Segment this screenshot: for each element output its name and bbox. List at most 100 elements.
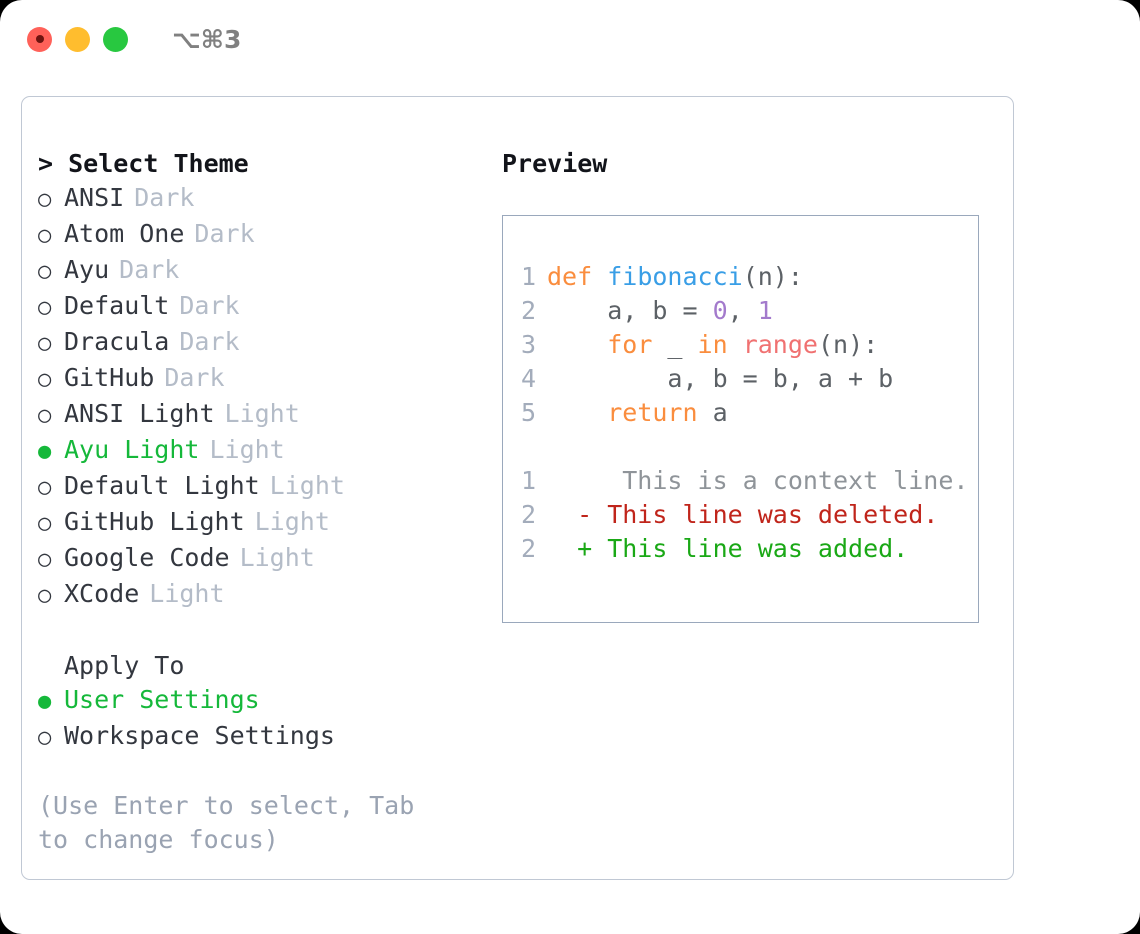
radio-unselected-icon: ○ (38, 331, 52, 356)
code-token: return (607, 398, 698, 427)
radio-selected-icon: ● (38, 439, 52, 464)
diff-marker (547, 466, 592, 495)
theme-name: Ayu Light (64, 435, 200, 464)
code-token: 0 (712, 296, 728, 325)
code-spacer (521, 430, 978, 464)
code-line: 4 a, b = b, a + b (521, 362, 978, 396)
line-number: 2 (521, 296, 537, 325)
minimize-button[interactable] (65, 26, 90, 52)
diff-line: 1 This is a context line. (521, 464, 978, 498)
theme-list-item[interactable]: ○ Dracula Dark (38, 325, 487, 361)
theme-variant-tag: Light (209, 435, 285, 464)
theme-variant-tag: Light (269, 471, 345, 500)
diff-marker: - (547, 500, 593, 529)
theme-name: GitHub (64, 363, 155, 392)
theme-variant-tag: Light (239, 543, 315, 572)
line-number: 1 (521, 466, 537, 495)
select-theme-header: > Select Theme (38, 149, 249, 178)
code-token: , (727, 296, 758, 325)
code-line: 3 for _ in range(n): (521, 328, 978, 362)
theme-variant-tag: Dark (164, 363, 225, 392)
theme-list-item[interactable]: ○ Google Code Light (38, 541, 487, 577)
radio-unselected-icon: ○ (38, 295, 52, 320)
theme-list-item[interactable]: ○ Ayu Dark (38, 253, 487, 289)
code-token: a, b = (547, 296, 713, 325)
traffic-light-group (27, 26, 128, 52)
radio-unselected-icon: ○ (38, 223, 52, 248)
theme-list-item[interactable]: ○ ANSI Dark (38, 181, 487, 217)
code-token: _ (652, 330, 698, 359)
radio-selected-icon: ● (38, 689, 52, 714)
keyboard-hint: (Use Enter to select, Tab to change focu… (38, 791, 415, 854)
theme-list-item[interactable]: ○ GitHub Dark (38, 361, 487, 397)
theme-variant-tag: Light (149, 579, 225, 608)
theme-name: ANSI Light (64, 399, 215, 428)
recording-indicator-icon (35, 35, 44, 43)
theme-name: Atom One (64, 219, 185, 248)
shortcut-label: ⌥⌘3 (172, 24, 242, 54)
code-token (547, 330, 607, 359)
diff-line: 2 - This line was deleted. (521, 498, 978, 532)
theme-list-item[interactable]: ○ XCode Light (38, 577, 487, 613)
radio-unselected-icon: ○ (38, 259, 52, 284)
code-token: range (742, 330, 818, 359)
line-number: 1 (521, 262, 537, 291)
close-button[interactable] (27, 26, 52, 52)
title-bar: ⌥⌘3 (0, 0, 1140, 78)
radio-unselected-icon: ○ (38, 367, 52, 392)
theme-name: Dracula (64, 327, 170, 356)
theme-name: ANSI (64, 183, 125, 212)
line-number: 2 (521, 500, 537, 529)
code-token: for (607, 330, 653, 359)
code-token (728, 330, 743, 359)
theme-name: Default (64, 291, 170, 320)
apply-to-option[interactable]: ○Workspace Settings (38, 719, 487, 755)
radio-unselected-icon: ○ (38, 511, 52, 536)
code-token: def (547, 262, 608, 291)
radio-unselected-icon: ○ (38, 583, 52, 608)
theme-name: Google Code (64, 543, 230, 572)
diff-text: This line was added. (592, 534, 909, 563)
code-token: in (697, 330, 728, 359)
apply-to-list[interactable]: ● User Settings ○Workspace Settings (38, 683, 487, 755)
code-token: (n): (817, 330, 879, 359)
line-number: 2 (521, 534, 537, 563)
code-token: a, b = b, a + b (547, 364, 894, 393)
diff-text: This is a context line. (592, 466, 969, 495)
code-token: 1 (757, 296, 773, 325)
apply-to-label: User Settings (64, 685, 260, 714)
theme-variant-tag: Light (254, 507, 330, 536)
diff-text: This line was deleted. (592, 500, 939, 529)
diff-sample: 1 This is a context line.2 - This line w… (521, 464, 978, 566)
code-line: 2 a, b = 0, 1 (521, 294, 978, 328)
theme-variant-tag: Dark (179, 327, 240, 356)
radio-unselected-icon: ○ (38, 187, 52, 212)
code-token: fibonacci (607, 262, 743, 291)
maximize-button[interactable] (103, 26, 128, 52)
theme-variant-tag: Dark (134, 183, 195, 212)
theme-name: Ayu (64, 255, 110, 284)
radio-unselected-icon: ○ (38, 725, 52, 750)
apply-to-section: Apply To ● User Settings ○Workspace Settin… (38, 649, 487, 755)
radio-unselected-icon: ○ (38, 547, 52, 572)
apply-to-option[interactable]: ● User Settings (38, 683, 487, 719)
theme-variant-tag: Dark (119, 255, 180, 284)
apply-to-header: Apply To (64, 651, 185, 680)
theme-name: XCode (64, 579, 140, 608)
theme-list-item[interactable]: ● Ayu Light Light (38, 433, 487, 469)
preview-title: Preview (502, 149, 608, 178)
line-number: 4 (521, 364, 537, 393)
theme-name: Default Light (64, 471, 260, 500)
